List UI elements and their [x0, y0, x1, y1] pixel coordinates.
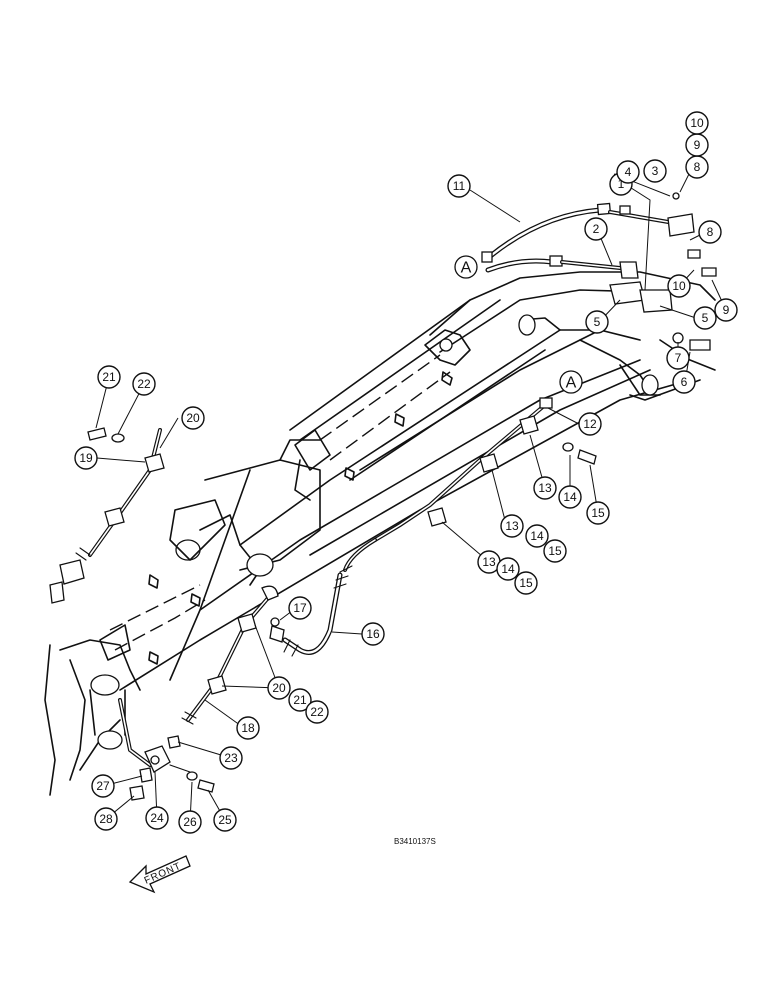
svg-text:A: A — [461, 260, 472, 277]
callout-17: 17 — [288, 596, 312, 620]
svg-text:3: 3 — [652, 164, 659, 178]
leader-lines — [95, 118, 727, 823]
callout-9a: 9 — [685, 133, 709, 157]
callout-2: 2 — [584, 217, 608, 241]
svg-text:11: 11 — [453, 179, 466, 193]
callout-15a: 15 — [586, 501, 610, 525]
callout-20a: 20 — [181, 406, 205, 430]
svg-text:12: 12 — [583, 417, 597, 431]
callout-12: 12 — [578, 412, 602, 436]
svg-text:6: 6 — [681, 375, 688, 389]
svg-text:18: 18 — [241, 721, 255, 735]
svg-text:25: 25 — [218, 813, 232, 827]
svg-text:16: 16 — [366, 627, 380, 641]
callout-15c: 15 — [514, 571, 538, 595]
svg-text:23: 23 — [224, 751, 238, 765]
front-arrow-icon: FRONT — [128, 855, 191, 894]
svg-text:2: 2 — [593, 222, 600, 236]
svg-text:13: 13 — [538, 481, 552, 495]
svg-text:27: 27 — [96, 779, 110, 793]
svg-text:4: 4 — [625, 165, 632, 179]
callout-14c: 14 — [496, 557, 520, 581]
svg-text:A: A — [566, 375, 577, 392]
callout-5a: 5 — [585, 310, 609, 334]
svg-text:9: 9 — [694, 138, 701, 152]
callout-16: 16 — [361, 622, 385, 646]
hydraulic-lines — [49, 192, 717, 801]
svg-text:21: 21 — [102, 370, 116, 384]
svg-text:8: 8 — [694, 160, 701, 174]
svg-text:22: 22 — [137, 377, 151, 391]
callout-13b: 13 — [500, 514, 524, 538]
front-label: FRONT — [143, 861, 184, 887]
svg-text:26: 26 — [183, 815, 197, 829]
callout-8a: 8 — [685, 155, 709, 179]
callout-22a: 22 — [132, 372, 156, 396]
svg-text:5: 5 — [594, 315, 601, 329]
callout-21a: 21 — [97, 365, 121, 389]
svg-text:5: 5 — [702, 311, 709, 325]
svg-text:7: 7 — [675, 351, 682, 365]
svg-text:8: 8 — [707, 225, 714, 239]
svg-text:17: 17 — [293, 601, 307, 615]
callout-25: 25 — [213, 808, 237, 832]
callout-6: 6 — [672, 370, 696, 394]
reference-mark-a-mid: A — [559, 370, 583, 394]
svg-text:28: 28 — [99, 812, 113, 826]
svg-text:14: 14 — [530, 529, 544, 543]
callout-21b: 21 — [288, 688, 312, 712]
svg-text:13: 13 — [482, 555, 496, 569]
callout-14a: 14 — [558, 485, 582, 509]
callout-11: 11 — [447, 174, 471, 198]
svg-text:19: 19 — [79, 451, 93, 465]
callout-23: 23 — [219, 746, 243, 770]
drawing-code: B3410137S — [394, 837, 436, 846]
callout-28: 28 — [94, 807, 118, 831]
callout-10a: 10 — [685, 111, 709, 135]
svg-text:21: 21 — [293, 693, 307, 707]
callout-4: 4 — [616, 160, 640, 184]
svg-text:15: 15 — [591, 506, 605, 520]
svg-text:15: 15 — [548, 544, 562, 558]
svg-text:13: 13 — [505, 519, 519, 533]
callout-8b: 8 — [698, 220, 722, 244]
callout-15b: 15 — [543, 539, 567, 563]
svg-text:24: 24 — [150, 811, 164, 825]
svg-text:10: 10 — [672, 279, 686, 293]
callout-19: 19 — [74, 446, 98, 470]
svg-text:14: 14 — [501, 562, 515, 576]
svg-text:22: 22 — [310, 705, 324, 719]
svg-text:20: 20 — [186, 411, 200, 425]
callout-5b: 5 — [693, 306, 717, 330]
callout-22b: 22 — [305, 700, 329, 724]
svg-text:10: 10 — [690, 116, 704, 130]
boom-structure — [44, 271, 716, 796]
callout-14b: 14 — [525, 524, 549, 548]
callout-7: 7 — [666, 346, 690, 370]
callout-24: 24 — [145, 806, 169, 830]
callout-10b: 10 — [667, 274, 691, 298]
callouts: 1 2 3 4 5 5 6 7 8 8 9 9 10 10 11 12 13 1… — [74, 111, 738, 834]
callout-9b: 9 — [714, 298, 738, 322]
callout-18: 18 — [236, 716, 260, 740]
callout-26: 26 — [178, 810, 202, 834]
svg-text:9: 9 — [723, 303, 730, 317]
reference-mark-a-top: A — [454, 255, 478, 279]
callout-3: 3 — [643, 159, 667, 183]
callout-27: 27 — [91, 774, 115, 798]
svg-text:20: 20 — [272, 681, 286, 695]
callout-13a: 13 — [533, 476, 557, 500]
svg-text:14: 14 — [563, 490, 577, 504]
svg-text:1: 1 — [618, 177, 625, 191]
callout-20b: 20 — [267, 676, 291, 700]
svg-text:15: 15 — [519, 576, 533, 590]
